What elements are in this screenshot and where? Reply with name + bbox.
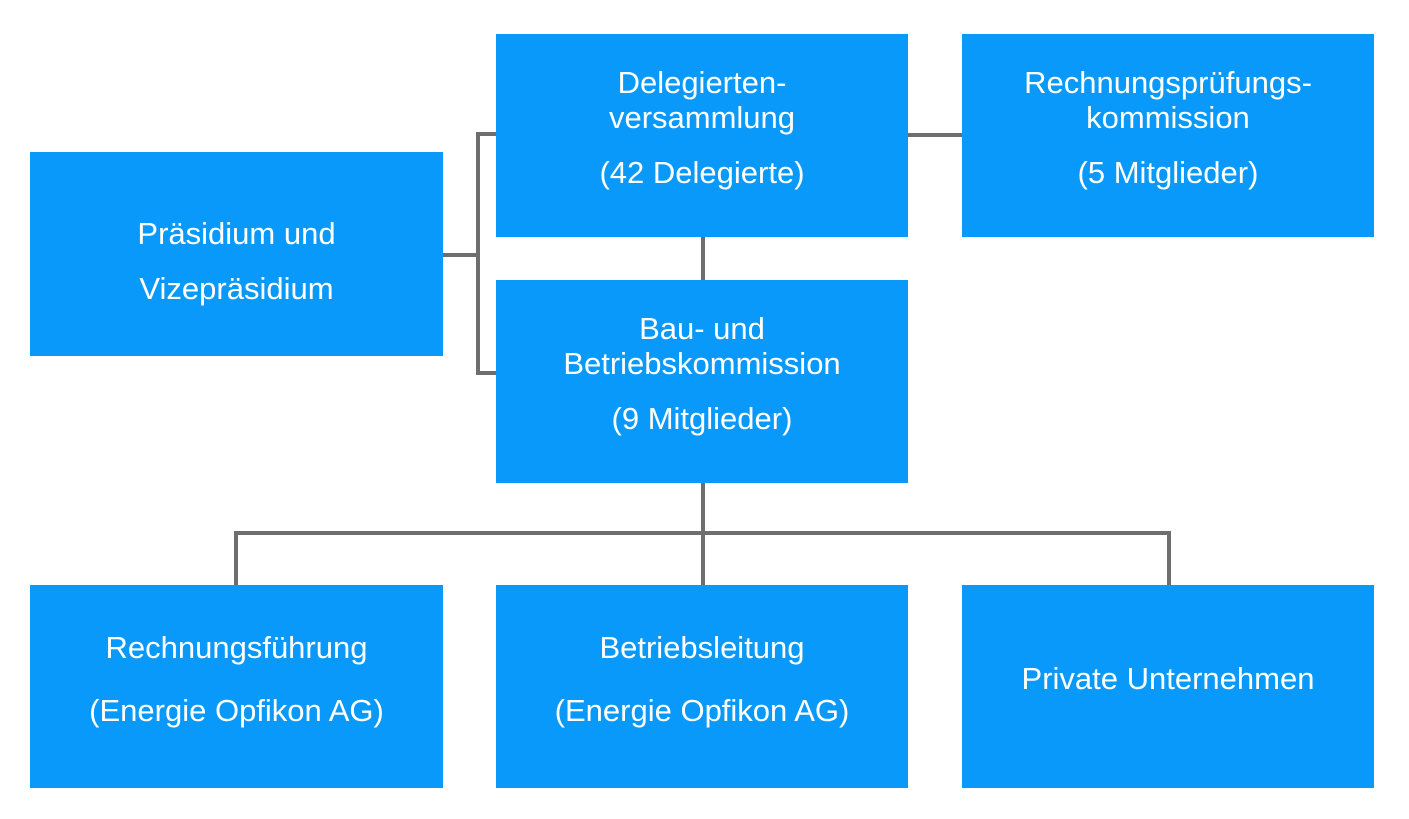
node-title: Rechnungsprüfungs- kommission [1024,65,1312,135]
org-node-rechnungspruefungskommission: Rechnungsprüfungs- kommission (5 Mitglie… [962,34,1374,237]
node-title: Private Unternehmen [1021,661,1315,696]
node-title: Bau- und Betriebskommission [563,311,841,381]
org-node-delegiertenversammlung: Delegierten- versammlung (42 Delegierte) [496,34,908,237]
connector-bracket-bottom-stub [476,371,497,375]
org-node-rechnungsfuehrung: Rechnungsführung (Energie Opfikon AG) [30,585,443,788]
connector-rail-stub-private-unternehmen [1167,531,1171,585]
node-title: Delegierten- versammlung [608,65,796,135]
connector-delegiertenversammlung-rechnungspruefungskommission [908,133,962,137]
node-title: Betriebsleitung [599,629,805,665]
connector-bottom-rail [234,531,1171,535]
connector-delegiertenversammlung-bau [701,237,705,280]
node-title: Rechnungsführung [105,629,368,665]
node-title: Präsidium und Vizepräsidium [137,216,336,306]
connector-bracket-top-stub [476,132,497,136]
node-subtitle: (Energie Opfikon AG) [554,692,850,728]
node-subtitle: (9 Mitglieder) [611,401,793,436]
node-subtitle: (42 Delegierte) [599,155,805,190]
node-subtitle: (Energie Opfikon AG) [89,692,384,728]
node-subtitle: (5 Mitglieder) [1077,155,1259,190]
org-node-praesidium-und-vizepraesidium: Präsidium und Vizepräsidium [30,152,443,356]
connector-rail-stub-rechnungsfuehrung [234,531,238,585]
org-node-betriebsleitung: Betriebsleitung (Energie Opfikon AG) [496,585,908,788]
org-node-bau-und-betriebskommission: Bau- und Betriebskommission (9 Mitgliede… [496,280,908,483]
connector-praesidium-horizontal [443,253,480,257]
org-node-private-unternehmen: Private Unternehmen [962,585,1374,788]
